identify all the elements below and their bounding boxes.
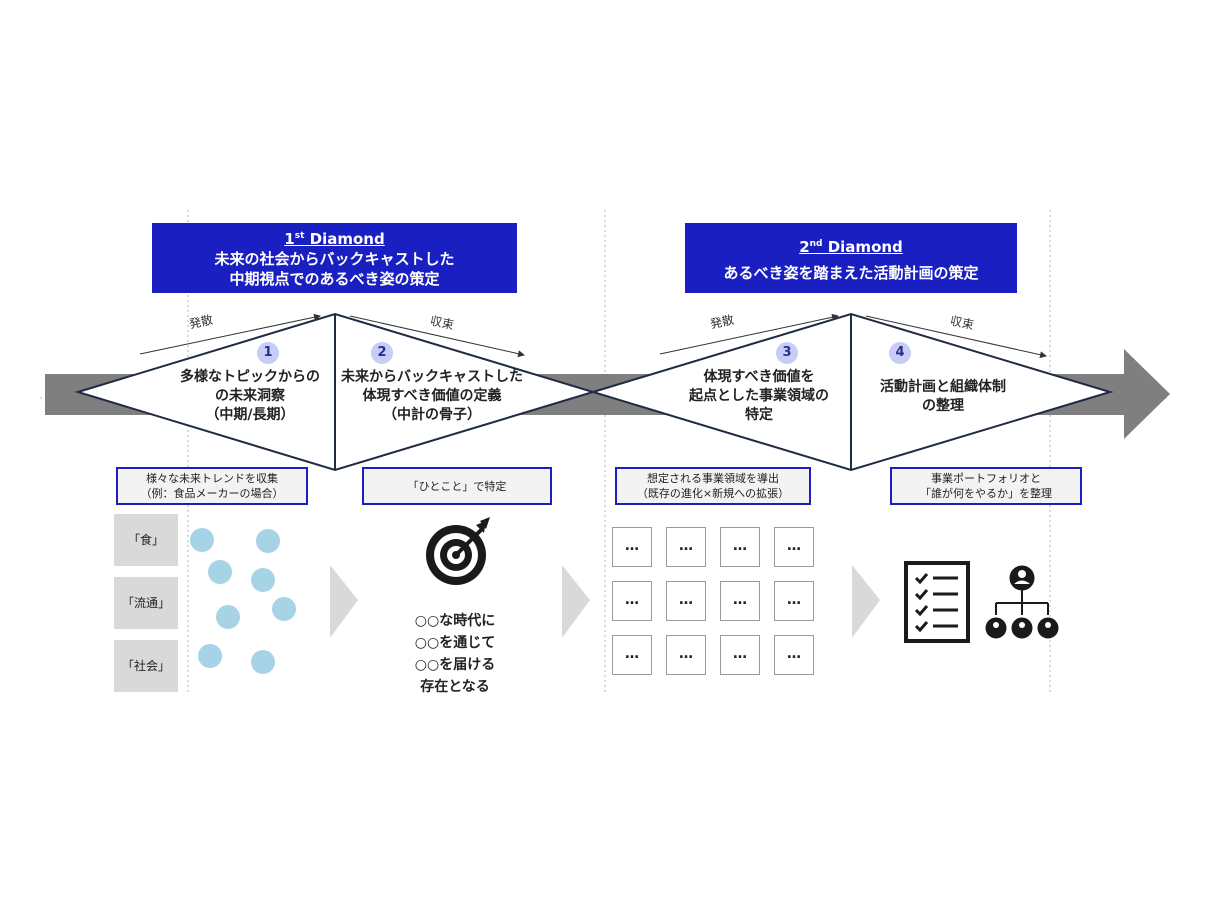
diamond-1-title: 1st Diamond (284, 230, 385, 248)
business-area-note: … (612, 635, 652, 675)
trend-dot (216, 605, 240, 629)
diamond-1-subtitle: 中期視点でのあるべき姿の策定 (229, 270, 440, 288)
trend-dot (208, 560, 232, 584)
chevron-right-icon (562, 565, 590, 638)
trend-dot (272, 597, 296, 621)
org-chart-icon (985, 565, 1059, 639)
category-label: 「食」 (114, 514, 178, 566)
step-number-badge: 4 (889, 342, 911, 364)
category-label: 「社会」 (114, 640, 178, 692)
converge-arrow-2 (865, 315, 1047, 359)
business-area-note: … (720, 581, 760, 621)
business-area-note: … (774, 581, 814, 621)
trend-dot (251, 650, 275, 674)
business-area-note: … (720, 527, 760, 567)
step-2-text: 未来からバックキャストした体現すべき価値の定義（中計の骨子） (341, 369, 523, 423)
business-area-grid: … … … … … … … … … … … … (612, 527, 822, 677)
business-area-note: … (774, 635, 814, 675)
step-3-text: 体現すべき価値を起点とした事業領域の特定 (689, 369, 829, 423)
step-number-badge: 1 (257, 342, 279, 364)
step-1-text: 多様なトピックからのの未来洞察（中期/長期） (180, 369, 320, 423)
step-4-text: 活動計画と組織体制の整理 (880, 379, 1006, 414)
diamond-2-subtitle: あるべき姿を踏まえた活動計画の策定 (723, 264, 979, 282)
chevron-right-icon (852, 565, 880, 638)
business-area-note: … (666, 527, 706, 567)
trend-dots (190, 528, 296, 674)
diamond-2-title: 2nd Diamond (799, 238, 903, 256)
step-3-output-box: 想定される事業領域を導出（既存の進化×新規への拡張） (615, 467, 811, 505)
trend-dot (190, 528, 214, 552)
business-area-note: … (666, 581, 706, 621)
step-2-output-box: 「ひとこと」で特定 (362, 467, 552, 505)
step-number-badge: 3 (776, 342, 798, 364)
diamond-1-header: 1st Diamond 未来の社会からバックキャストした 中期視点でのあるべき姿… (152, 223, 517, 293)
business-area-note: … (612, 581, 652, 621)
business-area-note: … (612, 527, 652, 567)
target-icon (426, 517, 490, 585)
trend-dot (251, 568, 275, 592)
diverge-arrow-2 (659, 313, 839, 355)
step-4-output-box: 事業ポートフォリオと「誰が何をやるか」を整理 (890, 467, 1082, 505)
trend-dot (198, 644, 222, 668)
step-1-output-box: 様々な未来トレンドを収集（例：食品メーカーの場合） (116, 467, 308, 505)
diverge-arrow-1 (139, 313, 321, 355)
checklist-icon (904, 561, 970, 643)
diamond-1-subtitle: 未来の社会からバックキャストした (214, 250, 455, 268)
diamond-2-header: 2nd Diamond あるべき姿を踏まえた活動計画の策定 (685, 223, 1017, 293)
step-number-badge: 2 (371, 342, 393, 364)
category-label: 「流通」 (114, 577, 178, 629)
business-area-note: … (774, 527, 814, 567)
converge-arrow-1 (349, 315, 525, 358)
value-statement: ○○な時代に○○を通じて○○を届ける存在となる (414, 613, 496, 695)
business-area-note: … (720, 635, 760, 675)
business-area-note: … (666, 635, 706, 675)
chevron-right-icon (330, 565, 358, 638)
trend-dot (256, 529, 280, 553)
